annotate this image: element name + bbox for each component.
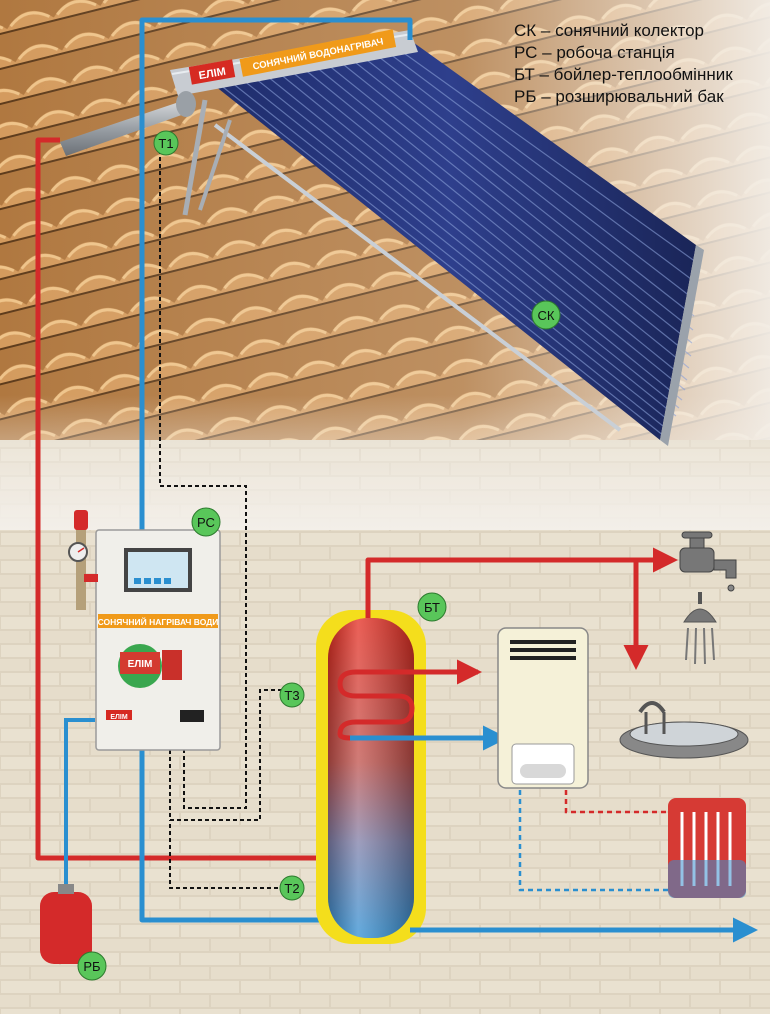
legend-item: СК – сонячний колектор [514,21,704,40]
faucet-icon [679,531,737,592]
svg-text:СК: СК [538,308,555,323]
collector-brand: ЕЛІМ [198,66,227,83]
label-t1: Т1 [153,130,179,156]
legend: СК – сонячний колектор РС – робоча станц… [514,20,764,108]
svg-text:РС: РС [197,515,215,530]
legend-item: РС – робоча станція [514,43,675,62]
tank-link [64,718,95,892]
svg-text:Т3: Т3 [284,688,299,703]
radiator [668,798,746,898]
station-brand-bottom: ЕЛІМ [110,714,128,721]
heating-circuit [518,790,668,892]
sensor-lines [159,150,296,889]
svg-text:РБ: РБ [83,959,100,974]
legend-item: БТ – бойлер-теплообмінник [514,65,733,84]
gas-heater [497,627,589,789]
svg-text:Т1: Т1 [158,136,173,151]
label-collector: СК [531,300,561,330]
solar-collector: ЕЛІМ СОНЯЧНИЙ ВОДОНАГРІВАЧ [60,29,704,446]
svg-text:БТ: БТ [424,600,440,615]
boiler-tank [316,610,488,944]
label-station: РС [191,507,221,537]
pump-brand: ЕЛІМ [128,659,153,670]
shower-icon [683,592,717,665]
svg-text:Т2: Т2 [284,881,299,896]
cold-return-arrows [410,725,758,943]
expansion-tank [40,884,92,964]
label-tank: РБ [77,951,107,981]
basin-icon [619,701,749,759]
label-boiler: БТ [417,592,447,622]
working-station: СОНЯЧНИЙ НАГРІВАЧ ВОДИ ЕЛІМ ЕЛІМ [68,510,221,751]
label-t2: Т2 [279,875,305,901]
station-banner: СОНЯЧНИЙ НАГРІВАЧ ВОДИ [98,616,219,627]
hot-water-supply [365,547,678,685]
label-t3: Т3 [279,682,305,708]
legend-item: РБ – розширювальний бак [514,87,724,106]
